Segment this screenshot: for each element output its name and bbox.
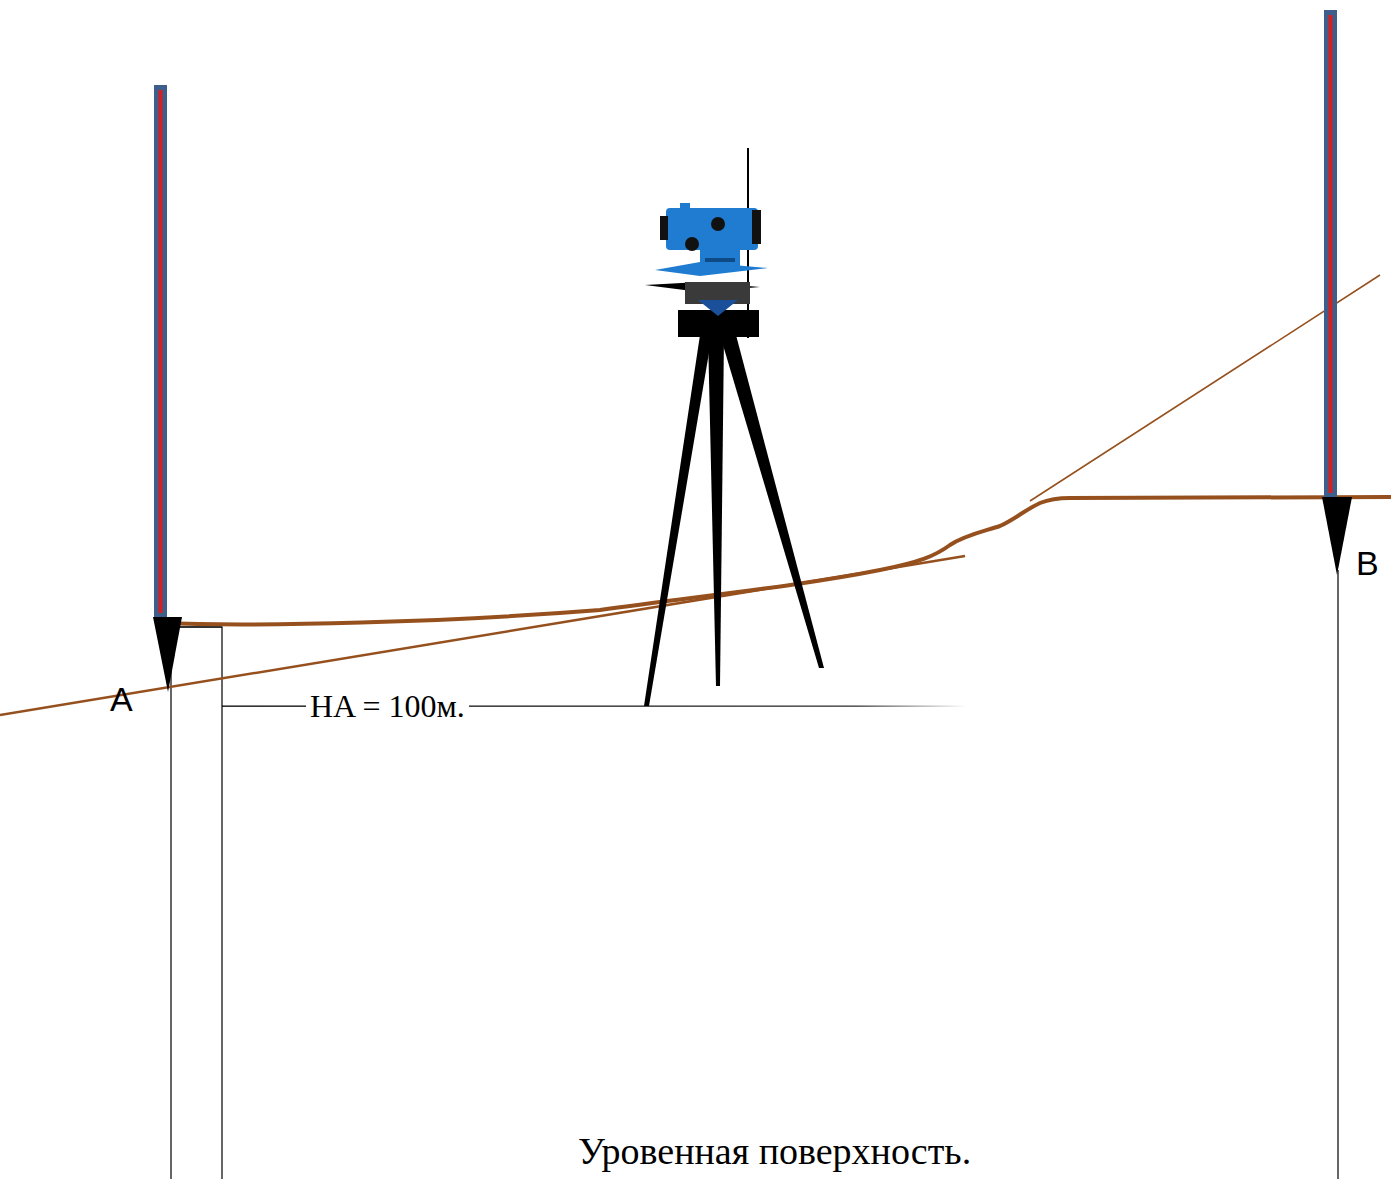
point-label: A [110,682,133,716]
rod-stripe [1329,15,1333,493]
leveling-rod [154,85,167,618]
point-label: B [1356,546,1379,580]
point-marker [153,617,182,692]
plumb-line-b [1337,570,1338,1179]
point-marker [1322,497,1352,575]
tripod [644,310,824,706]
height-column [171,627,222,1179]
rod-stripe [159,90,163,613]
height-label: HA = 100м. [306,690,469,722]
surface-label: Уровенная поверхность. [578,1132,971,1170]
level-instrument [645,148,768,338]
leveling-rod [1324,10,1337,498]
